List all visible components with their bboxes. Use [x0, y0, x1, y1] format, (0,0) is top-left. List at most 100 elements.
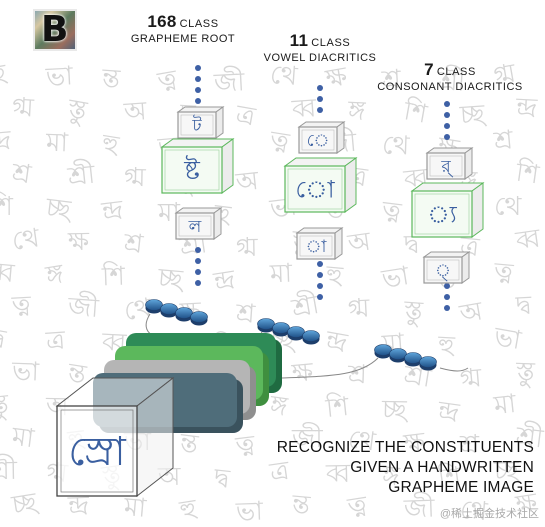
background-glyph: মা [158, 198, 180, 228]
box-top-face [410, 182, 485, 192]
box-front-face [426, 152, 466, 180]
vowel-box-top: ে [297, 121, 346, 154]
connector-dot [444, 294, 450, 300]
link-line [439, 367, 469, 372]
connector-dot [195, 247, 201, 253]
header-count: 7 [424, 60, 434, 79]
connector-dot [195, 65, 201, 71]
bead [160, 303, 178, 315]
box-glyph: ট [191, 115, 202, 136]
bead [257, 318, 275, 330]
connector-dot [195, 87, 201, 93]
box-front-face [298, 126, 338, 154]
box-glyph: ে [307, 131, 330, 151]
header-subtitle: GRAPHEME ROOT [130, 33, 236, 45]
consonant-box-selected: ্য [410, 182, 485, 238]
connector-dot [195, 76, 201, 82]
box-glyph: র্ [440, 157, 453, 177]
header-count: 11 [289, 31, 309, 50]
box-inner-frame [178, 215, 212, 237]
box-front-face [161, 146, 223, 194]
bead [145, 299, 163, 311]
connector-dot [195, 98, 201, 104]
connector-dot [444, 123, 450, 129]
header-class-label: CLASS [179, 18, 219, 30]
box-side-face [213, 207, 222, 240]
box-inner-frame [180, 114, 214, 136]
connector-dots [195, 65, 450, 311]
background-glyph: শি [0, 192, 13, 222]
root-box-top: ট [176, 106, 225, 139]
bead [190, 311, 208, 323]
watermark: @稀土掘金技术社区 [439, 508, 539, 520]
bead-chain-root [145, 299, 208, 326]
input-image-box: স্রো [55, 376, 175, 498]
connector-dot [317, 261, 323, 267]
connector-dot [317, 294, 323, 300]
box-glyph: ো [295, 175, 335, 203]
bead [374, 344, 392, 356]
bead [287, 326, 305, 338]
consonant-box-bottom: ্ [422, 251, 471, 284]
box-top-face [160, 138, 235, 148]
box-side-face [464, 147, 473, 180]
header-class-label: CLASS [311, 37, 351, 49]
box-side-face [334, 227, 343, 260]
box-front-face [296, 232, 336, 260]
vowel-box-selected: ো [283, 157, 358, 213]
bengali-logo: B [33, 9, 77, 51]
box-front-face [411, 190, 473, 238]
connector-dot [444, 283, 450, 289]
bead [389, 348, 407, 360]
root-box-bottom: ল [174, 207, 223, 240]
bead [302, 330, 320, 342]
bead-chains [145, 299, 437, 371]
consonant-box-top: র্ [425, 147, 474, 180]
box-inner-frame [429, 155, 463, 177]
box-glyph: ্ [435, 261, 451, 282]
connector-dot [195, 269, 201, 275]
box-inner-frame [164, 149, 220, 191]
link-line [281, 357, 379, 379]
tagline-line: GIVEN A HANDWRITTEN [350, 459, 534, 476]
connector-dot [317, 85, 323, 91]
box-front-face [175, 212, 215, 240]
connector-dot [444, 305, 450, 311]
tagline-line: RECOGNIZE THE CONSTITUENTS [276, 439, 534, 456]
box-inner-frame [287, 168, 343, 210]
box-front-face [423, 256, 463, 284]
box-side-face [471, 182, 484, 238]
connector-dot [444, 134, 450, 140]
connector-dot [317, 283, 323, 289]
box-front-face [177, 111, 217, 139]
bead-chain-consonant [374, 344, 437, 371]
input-box-front [56, 405, 138, 497]
input-grapheme-glyph: স্রো [68, 429, 127, 475]
background-glyph: জী [292, 424, 323, 454]
background-glyph: শ্র [460, 430, 479, 460]
box-inner-frame [414, 193, 470, 235]
box-inner-frame [301, 129, 335, 151]
bead [404, 352, 422, 364]
box-glyph: ষ্ট [183, 155, 200, 186]
box-glyph: ল [188, 217, 202, 237]
bead [272, 322, 290, 334]
box-glyph: া [306, 237, 328, 257]
box-inner-frame [299, 235, 333, 257]
box-glyph: ্য [427, 200, 457, 228]
tagline: RECOGNIZE THE CONSTITUENTS GIVEN A HANDW… [234, 438, 534, 498]
header-subtitle: VOWEL DIACRITICS [263, 52, 377, 64]
input-box-inner-frame [60, 409, 134, 493]
root-box-selected: ষ্ট [160, 138, 235, 194]
connector-dot [444, 101, 450, 107]
bead-chain-vowel [257, 318, 320, 345]
connector-dot [317, 272, 323, 278]
logo-letter: B [41, 9, 69, 50]
background-glyph: থে [494, 192, 522, 222]
connector-dot [317, 107, 323, 113]
